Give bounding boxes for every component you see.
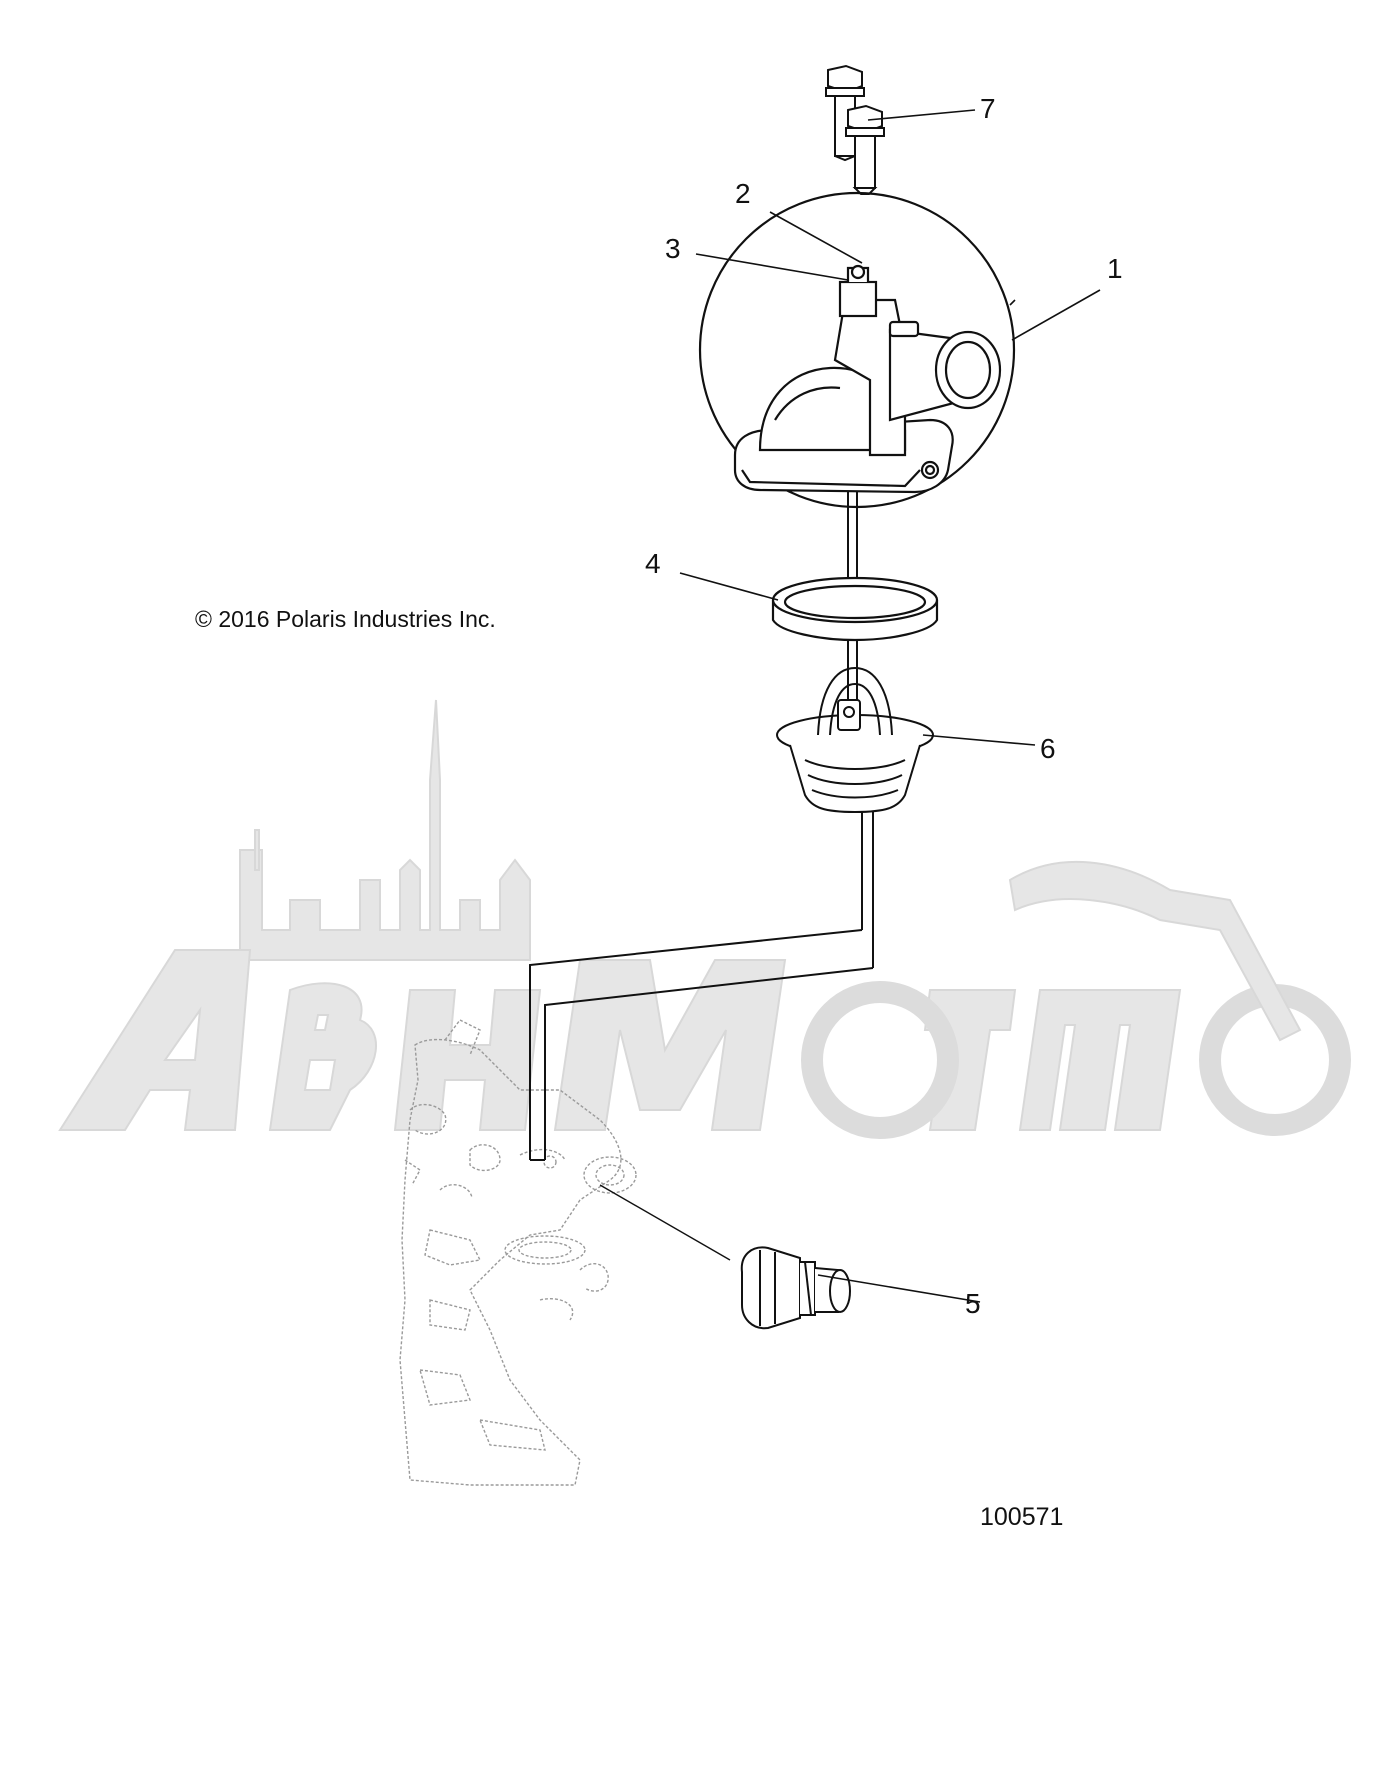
callout-3: 3 bbox=[665, 233, 681, 264]
callout-6: 6 bbox=[1040, 733, 1056, 764]
seal-ring-4 bbox=[771, 576, 939, 642]
bolt-7 bbox=[825, 64, 885, 195]
hose-fitting-5 bbox=[740, 1246, 851, 1330]
diagram-id: 100571 bbox=[980, 1503, 1064, 1531]
thermostat-housing bbox=[698, 191, 1016, 509]
watermark-logo bbox=[58, 699, 1351, 1139]
callout-1: 1 bbox=[1107, 253, 1123, 284]
engine-housing-ghost bbox=[399, 1019, 637, 1486]
callout-5: 5 bbox=[965, 1288, 981, 1319]
leader-lines bbox=[679, 109, 1101, 1303]
thermostat-6 bbox=[776, 666, 934, 814]
callout-7: 7 bbox=[980, 93, 996, 124]
callout-2: 2 bbox=[735, 178, 751, 209]
callout-4: 4 bbox=[645, 548, 661, 579]
copyright-notice: © 2016 Polaris Industries Inc. bbox=[195, 606, 496, 632]
